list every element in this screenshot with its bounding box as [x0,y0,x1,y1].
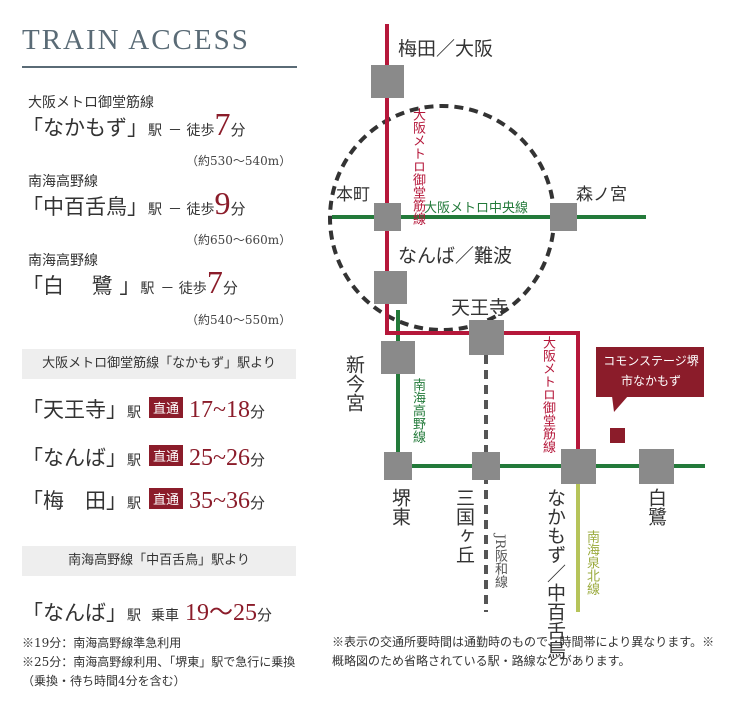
section-header: 南海高野線「中百舌鳥」駅より [22,546,296,576]
map-disclaimer: ※表示の交通所要時間は通勤時のもので、時間帯により異なります。※概略図のため省略… [332,635,715,668]
station-label-honmachi: 本町 [336,185,370,205]
walk-eki: 駅 [148,202,162,218]
walk-label: － 徒歩 [160,281,207,297]
footnote: ※25分：南海高野線利用、「堺東」駅で急行に乗換（乗換・待ち時間4分を含む） [22,655,296,688]
dest-time: 19～25 [185,600,257,626]
dest-unit: 分 [250,494,266,512]
station-label-morinomiya: 森ノ宮 [576,185,627,205]
walk-row: 「なかもず」駅 － 徒歩7分 [22,106,245,143]
station-label-namba: なんば／難波 [398,245,513,267]
property-callout [596,347,704,397]
walk-minutes: 9 [214,185,231,221]
dest-unit: 分 [257,606,273,624]
direct-badge: 直通 [149,488,184,509]
title-divider [22,66,297,68]
walk-eki: 駅 [148,123,162,139]
dest-eki: 駅 [127,453,141,469]
dest-station: 「天王寺」 [22,398,127,422]
station-shinimamiya [381,341,415,374]
walk-line-name: 南海高野線 [28,253,98,269]
line-label-jr-hanwa: JR阪和線 [492,534,507,588]
dest-unit: 分 [250,451,266,469]
station-label-nakamozu: なかもず／中百舌鳥 [544,488,566,659]
walk-minutes: 7 [214,106,231,142]
page-title: TRAIN ACCESS [22,24,250,56]
station-label-tennoji: 天王寺 [451,297,509,319]
walk-distance: （約540～550m） [186,313,292,327]
station-label-umeda: 梅田／大阪 [398,38,494,60]
dest-eki: 駅 [127,608,141,624]
line-label-senboku: 南海泉北線 [584,530,599,595]
station-nakamozu [561,449,596,484]
station-label-shinimamiya: 新今宮 [343,355,365,412]
access-panel: TRAIN ACCESS 大阪メトロ御堂筋線 「なかもず」駅－ 徒歩7分 （約5… [0,0,320,720]
footnote: ※19分：南海高野線準急利用 [22,636,182,650]
walk-distance: （約530～540m） [186,154,292,168]
dest-time: 17~18 [189,397,250,423]
station-label-mikunigaoka: 三国ヶ丘 [453,488,475,564]
walk-unit: 分 [222,279,238,297]
dest-unit: 分 [250,403,266,421]
walk-distance: （約650～660m） [186,233,292,247]
station-label-sakaihigashi: 堺東 [389,488,411,526]
dest-station: 「なんば」 [22,446,127,470]
station-sakaihigashi [384,452,412,480]
walk-unit: 分 [230,200,246,218]
walk-station: 「中百舌鳥」 [22,195,148,219]
direct-badge: 直通 [149,397,184,418]
walk-station: 「なかもず」 [22,116,148,140]
station-shirasagi [639,449,674,484]
walk-station: 「白 鷺 」 [22,274,141,298]
line-label-midosuji: 大阪メトロ御堂筋線 [410,108,425,225]
line-label-koya: 南海高野線 [410,378,425,443]
ride-label: 乗車 [151,608,179,624]
line-label-midosuji: 大阪メトロ御堂筋線 [540,336,555,453]
dest-row: 「なんば」駅乗車 19～25分 [22,592,272,627]
property-name: コモンステージ堺市なかもず [603,354,699,388]
dest-station: 「梅 田」 [22,489,127,513]
walk-row: 「中百舌鳥」駅 － 徒歩9分 [22,185,245,222]
dest-time: 35~36 [189,488,250,514]
walk-eki: 駅 [140,281,155,297]
walk-unit: 分 [230,121,246,139]
walk-line-name: 南海高野線 [28,174,98,190]
direct-badge: 直通 [149,445,184,466]
station-honmachi [374,203,401,231]
dest-eki: 駅 [127,405,141,421]
walk-line-name: 大阪メトロ御堂筋線 [28,95,154,111]
walk-row: 「白 鷺 」駅 － 徒歩7分 [22,264,238,301]
property-marker [610,428,625,443]
station-label-shirasagi: 白鷺 [645,488,667,526]
station-namba [374,271,407,304]
dest-eki: 駅 [127,496,141,512]
line-label-chuo: 大阪メトロ中央線 [424,201,529,216]
station-mikunigaoka [472,452,500,480]
dest-station: 「なんば」 [22,601,127,625]
station-umeda [371,65,404,98]
dest-time: 25~26 [189,445,250,471]
walk-minutes: 7 [206,264,223,300]
station-morinomiya [550,203,577,231]
station-tennoji [469,320,504,355]
property-pointer [612,396,628,412]
walk-label: － 徒歩 [168,202,215,218]
section-header: 大阪メトロ御堂筋線「なかもず」駅より [22,349,296,379]
walk-label: － 徒歩 [168,123,215,139]
